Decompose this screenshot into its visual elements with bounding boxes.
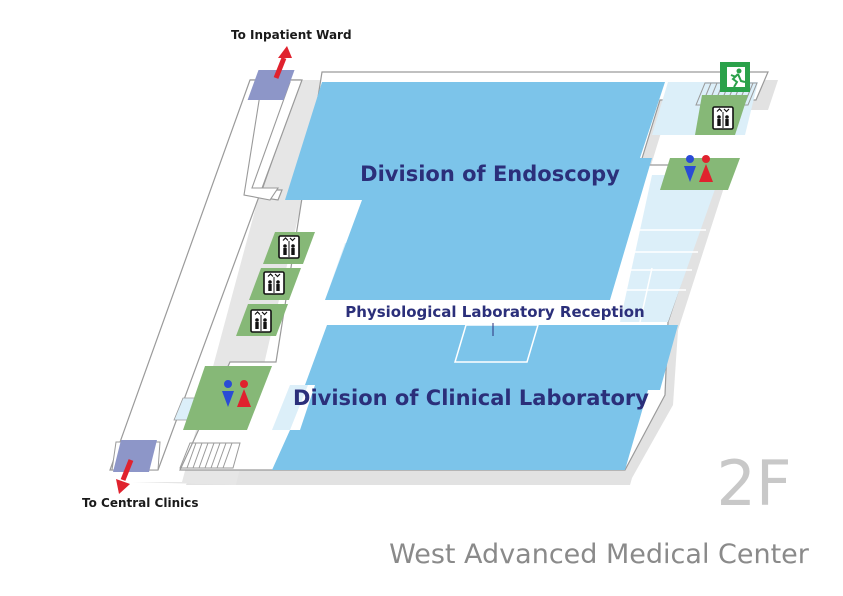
restroom-icon (222, 380, 251, 407)
emergency-exit-icon (720, 62, 750, 92)
elevator-icon (278, 235, 300, 259)
connector-inpatient[interactable] (247, 70, 295, 100)
direction-arrow-icon (116, 459, 134, 494)
endoscopy-area[interactable] (285, 82, 665, 300)
staircase-icon (179, 442, 241, 469)
endoscopy-label: Division of Endoscopy (360, 162, 620, 186)
reception-desk[interactable] (453, 324, 540, 363)
restroom-icon (684, 155, 713, 182)
to-central-clinics-label: To Central Clinics (82, 496, 199, 510)
clinical-laboratory-label: Division of Clinical Laboratory (293, 386, 649, 410)
restroom-area-north[interactable] (660, 158, 740, 190)
elevator-icon (250, 309, 272, 333)
elevator-icon (263, 271, 285, 295)
building-name: West Advanced Medical Center (389, 539, 810, 570)
clinical-laboratory-area[interactable] (272, 325, 678, 470)
reception-label: Physiological Laboratory Reception (345, 303, 644, 321)
connector-central[interactable] (113, 440, 157, 472)
elevator-icon (712, 106, 734, 130)
direction-arrow-icon (273, 46, 292, 79)
to-inpatient-ward-label: To Inpatient Ward (231, 28, 352, 42)
floor-number: 2F (716, 447, 791, 520)
